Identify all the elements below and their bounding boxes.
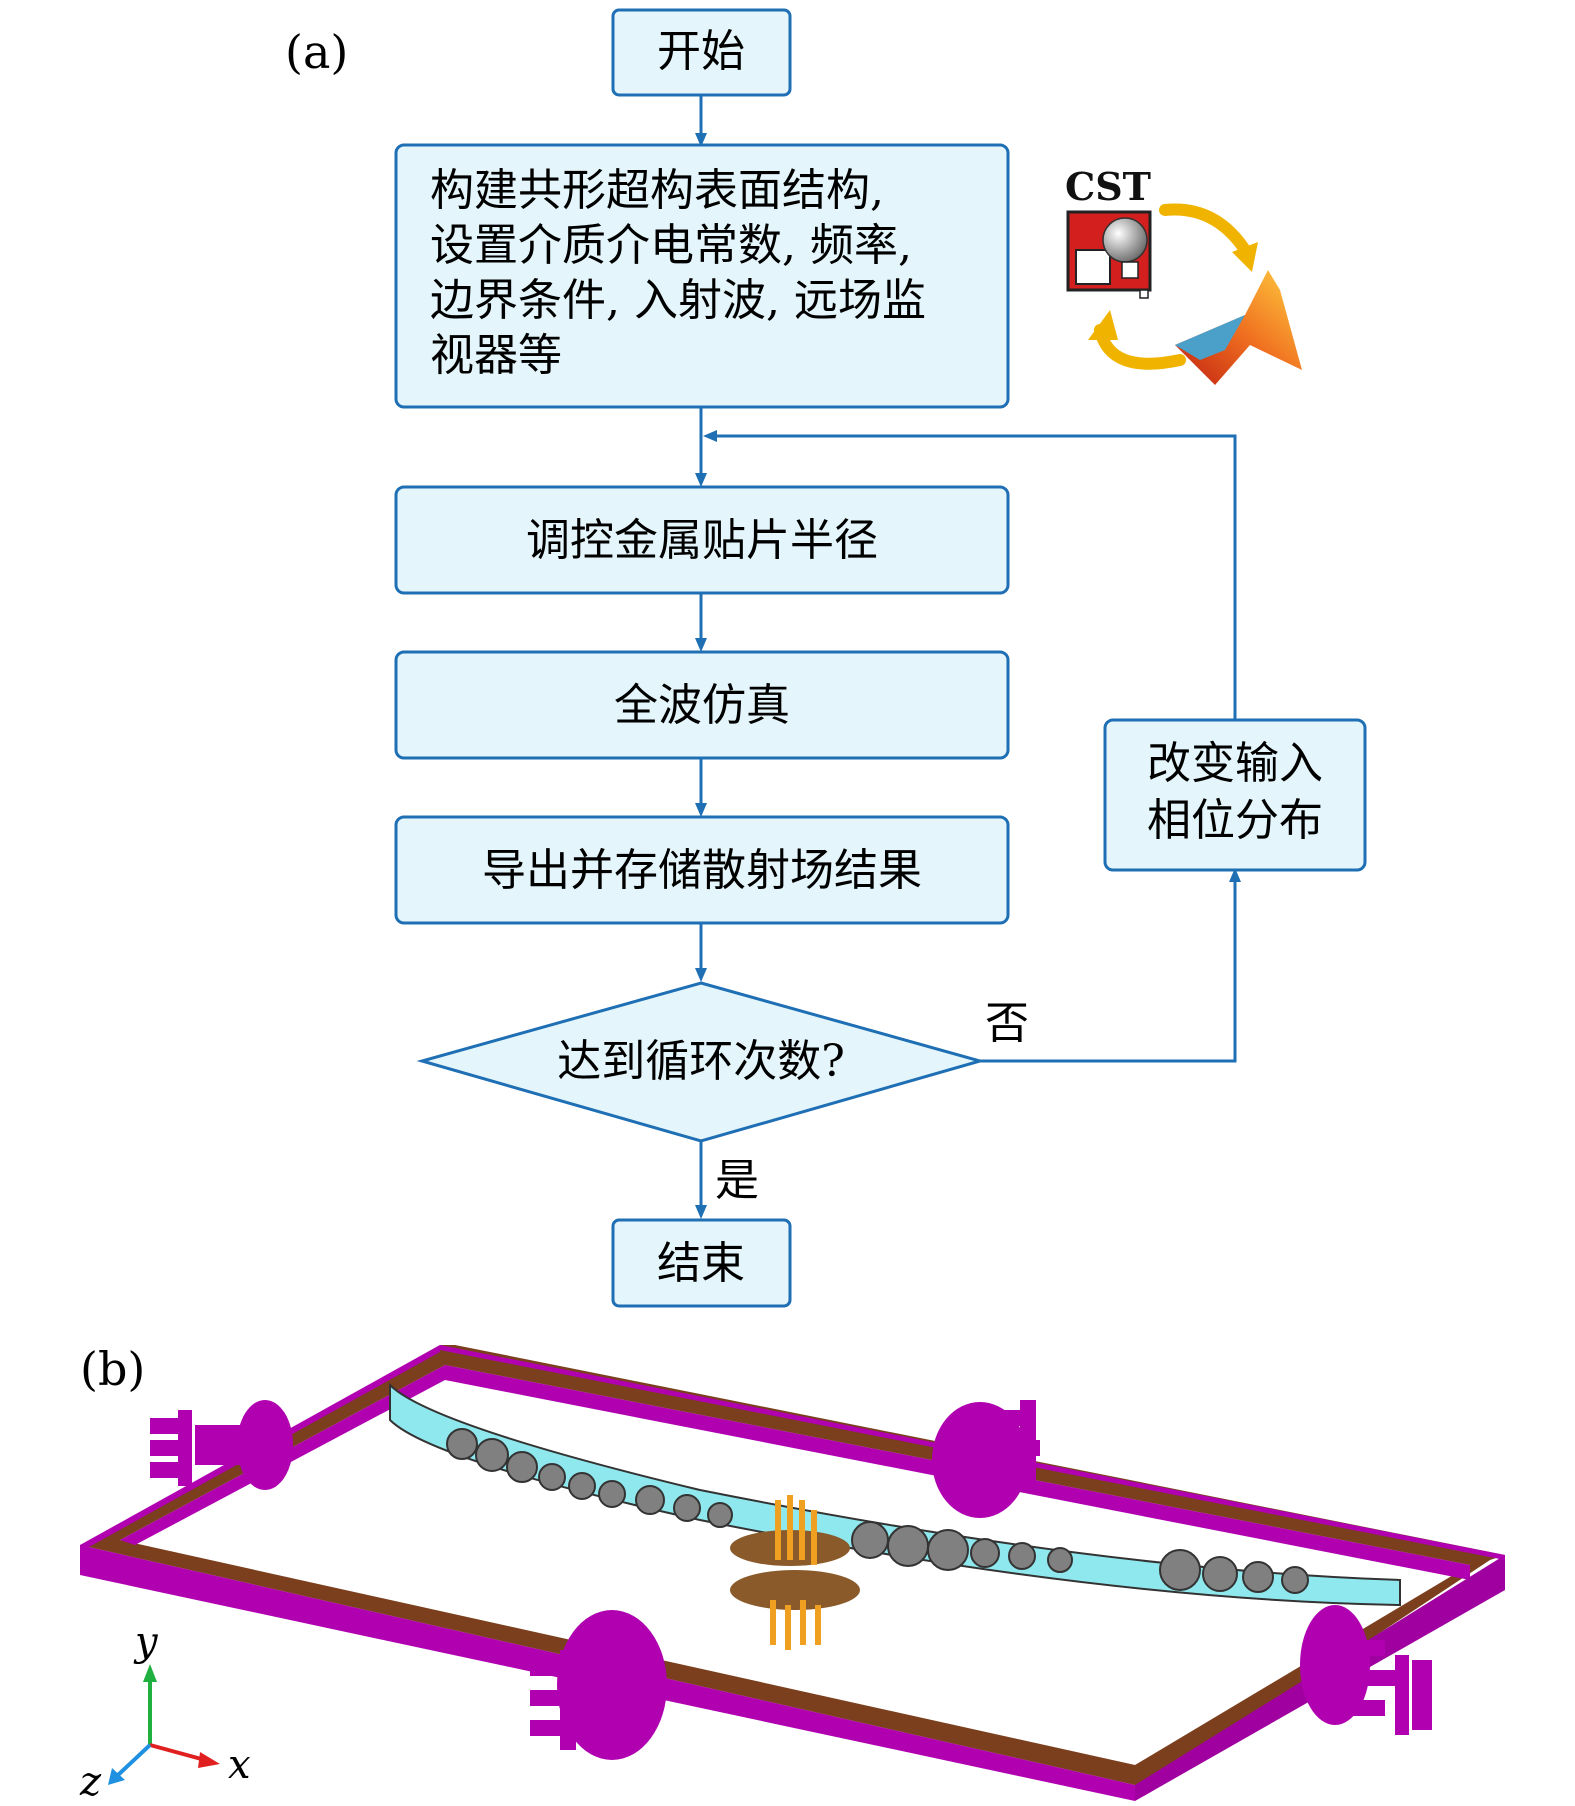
axes-triad: y x z xyxy=(79,1619,251,1805)
panel-b-label: (b) xyxy=(80,1342,145,1396)
y-axis-head xyxy=(143,1664,157,1682)
flowchart: (a) 开始 构建共形超构表面结构, 设置介质介电常数, 频率, 边界条件, 入… xyxy=(285,8,1367,1308)
arrow-loop-back xyxy=(703,430,1237,720)
port-connector-right-back xyxy=(990,1400,1040,1490)
cycle-arrowhead-bottom xyxy=(1088,310,1118,340)
build-line-4: 视器等 xyxy=(430,330,562,381)
yes-label: 是 xyxy=(715,1155,759,1206)
end-box xyxy=(611,1218,792,1308)
feed-structure xyxy=(730,1495,860,1650)
port-disk-front-left xyxy=(557,1610,667,1760)
start-text: 开始 xyxy=(657,26,745,77)
change-line-2: 相位分布 xyxy=(1147,795,1323,846)
cycle-arrowhead-top xyxy=(1232,242,1258,272)
x-axis-label: x xyxy=(228,1742,251,1788)
panel-a-label: (a) xyxy=(285,25,348,79)
y-axis-label: y xyxy=(133,1619,159,1665)
port-connector-left-back xyxy=(150,1410,240,1486)
port-disk-left-back xyxy=(237,1400,293,1490)
z-axis-arrow xyxy=(116,1743,152,1777)
matlab-logo-icon xyxy=(1175,270,1302,385)
build-line-3: 边界条件, 入射波, 远场监 xyxy=(430,275,926,326)
port-disk-front-right xyxy=(1300,1605,1370,1725)
model-3d: (b) xyxy=(79,1342,1505,1805)
x-axis-arrow xyxy=(149,1743,206,1762)
arrow-no-branch xyxy=(980,868,1241,1063)
no-label: 否 xyxy=(985,998,1029,1049)
z-axis-label: z xyxy=(79,1759,102,1801)
end-text: 结束 xyxy=(657,1238,745,1289)
build-line-2: 设置介质介电常数, 频率, xyxy=(430,220,912,271)
x-axis-head xyxy=(198,1752,220,1768)
port-connector-front-left xyxy=(530,1650,576,1750)
simulate-text: 全波仿真 xyxy=(614,680,790,731)
port-connector-front-right xyxy=(1340,1640,1432,1735)
ports xyxy=(150,1400,1432,1760)
build-line-1: 构建共形超构表面结构, xyxy=(430,165,884,216)
cst-matlab-cycle: CST xyxy=(1065,164,1302,385)
change-line-1: 改变输入 xyxy=(1147,738,1323,789)
z-axis-head xyxy=(108,1768,125,1785)
port-disk-right-back xyxy=(932,1402,1028,1518)
export-text: 导出并存储散射场结果 xyxy=(482,845,922,896)
cst-logo-text: CST xyxy=(1065,164,1151,209)
cst-logo-icon xyxy=(1066,210,1152,299)
tune-text: 调控金属贴片半径 xyxy=(526,515,878,566)
decision-text: 达到循环次数? xyxy=(557,1036,845,1087)
cycle-arrow-top xyxy=(1159,203,1251,256)
conformal-strip xyxy=(389,1382,1401,1607)
